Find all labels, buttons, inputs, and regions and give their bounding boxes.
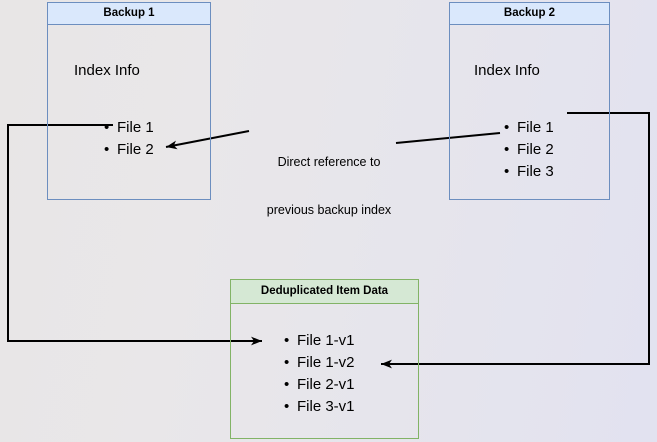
edge-backup2-to-dedup <box>381 112 650 369</box>
edge-direct-reference-arrow <box>165 130 250 150</box>
node-dedup-header: Deduplicated Item Data <box>231 280 418 304</box>
backup-2-file-list: File 1 File 2 File 3 <box>503 117 554 183</box>
node-backup-1-body: Index Info File 1 File 2 <box>48 25 210 199</box>
node-backup-2[interactable]: Backup 2 Index Info File 1 File 2 File 3 <box>449 2 610 200</box>
list-item: File 2 <box>104 139 154 161</box>
list-item: File 1 <box>104 117 154 139</box>
dedup-file-list: File 1-v1 File 1-v2 File 2-v1 File 3-v1 <box>283 330 354 418</box>
edge-label-line-2: previous backup index <box>266 203 392 217</box>
list-item: File 1-v2 <box>284 352 354 374</box>
node-backup-2-header: Backup 2 <box>450 3 609 25</box>
edge-backup2-to-backup1-reference <box>395 132 501 144</box>
list-item: File 1 <box>504 117 554 139</box>
node-backup-1[interactable]: Backup 1 Index Info File 1 File 2 <box>47 2 211 200</box>
backup-2-index-info-label: Index Info <box>474 62 540 79</box>
list-item: File 3-v1 <box>284 396 354 418</box>
backup-1-file-list: File 1 File 2 <box>103 117 154 161</box>
node-deduplicated-item-data[interactable]: Deduplicated Item Data File 1-v1 File 1-… <box>230 279 419 439</box>
node-backup-2-body: Index Info File 1 File 2 File 3 <box>450 25 609 199</box>
node-dedup-body: File 1-v1 File 1-v2 File 2-v1 File 3-v1 <box>231 304 418 438</box>
edge-backup1-to-dedup <box>7 124 262 346</box>
list-item: File 2 <box>504 139 554 161</box>
list-item: File 1-v1 <box>284 330 354 352</box>
edge-label-direct-reference: Direct reference to previous backup inde… <box>246 122 412 234</box>
list-item: File 2-v1 <box>284 374 354 396</box>
node-backup-1-header: Backup 1 <box>48 3 210 25</box>
list-item: File 3 <box>504 161 554 183</box>
backup-1-index-info-label: Index Info <box>74 62 140 79</box>
edge-label-line-1: Direct reference to <box>277 155 381 169</box>
